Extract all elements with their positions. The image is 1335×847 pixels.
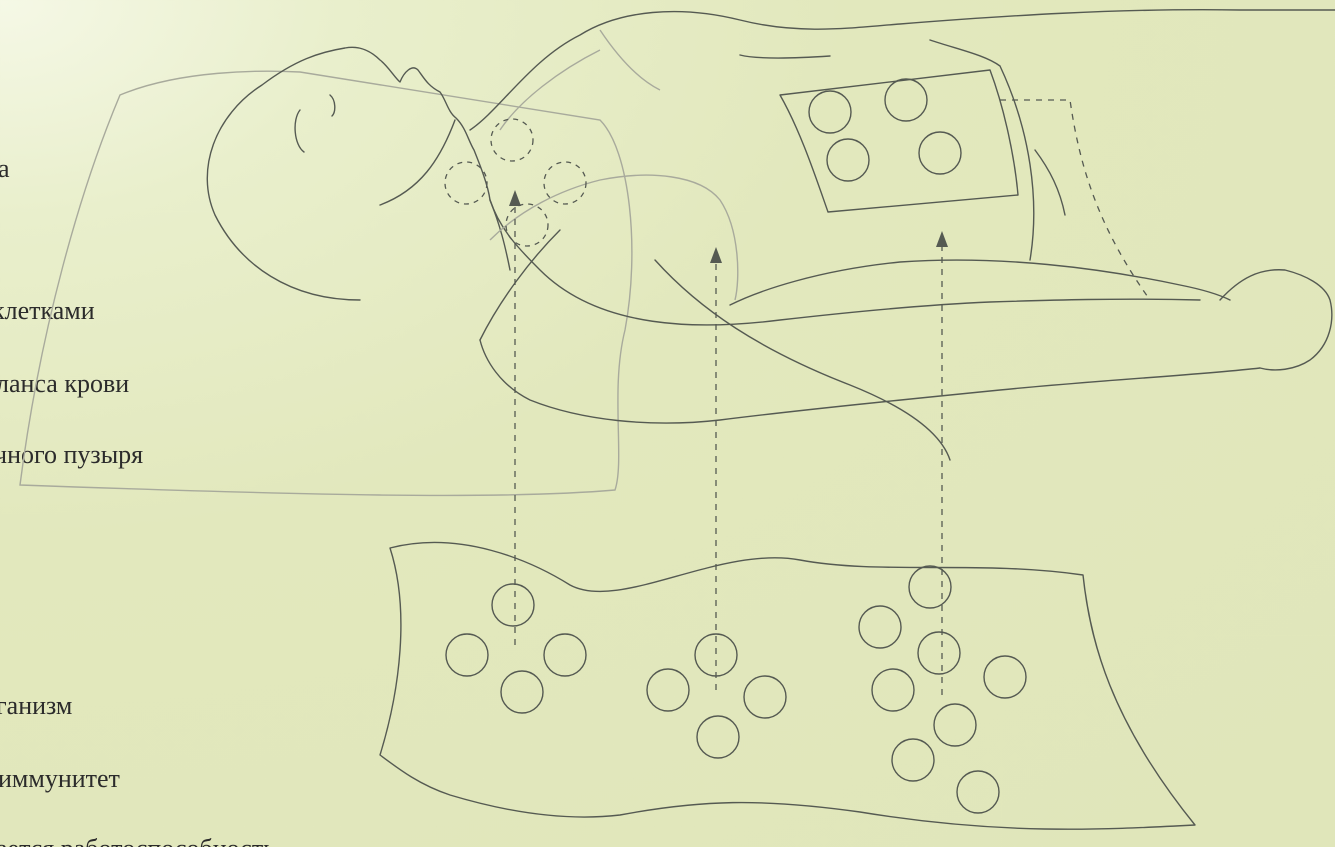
arrow-head-3 — [936, 231, 948, 247]
neck-point-2 — [445, 162, 487, 204]
massage-belt-edge — [740, 40, 1065, 260]
belt-stone-1 — [809, 91, 851, 133]
mat-stone-13 — [872, 669, 914, 711]
arrow-head-2 — [710, 247, 722, 263]
massage-belt — [780, 70, 1018, 212]
neck-point-1 — [491, 119, 533, 161]
person-back-outline — [490, 175, 738, 300]
belt-stone-3 — [827, 139, 869, 181]
mat-stone-14 — [934, 704, 976, 746]
mat-stone-4 — [501, 671, 543, 713]
mat-stone-9 — [909, 566, 951, 608]
mat-stone-8 — [697, 716, 739, 758]
mat-stone-11 — [918, 632, 960, 674]
person-back-outline-2 — [500, 30, 660, 130]
person-head — [207, 47, 490, 300]
mat-stone-7 — [744, 676, 786, 718]
pillow-outline — [20, 71, 632, 495]
mat-stone-12 — [984, 656, 1026, 698]
mat-stone-16 — [957, 771, 999, 813]
person-ear — [295, 95, 335, 152]
person-torso — [470, 10, 1335, 423]
belt-stone-2 — [885, 79, 927, 121]
person-right-arm — [730, 260, 1230, 305]
arrow-head-1 — [509, 190, 521, 206]
mat-stone-6 — [647, 669, 689, 711]
mat-stone-1 — [492, 584, 534, 626]
belt-stone-4 — [919, 132, 961, 174]
mat-stone-10 — [859, 606, 901, 648]
mat-stone-3 — [544, 634, 586, 676]
mat-stone-2 — [446, 634, 488, 676]
mat-stone-15 — [892, 739, 934, 781]
